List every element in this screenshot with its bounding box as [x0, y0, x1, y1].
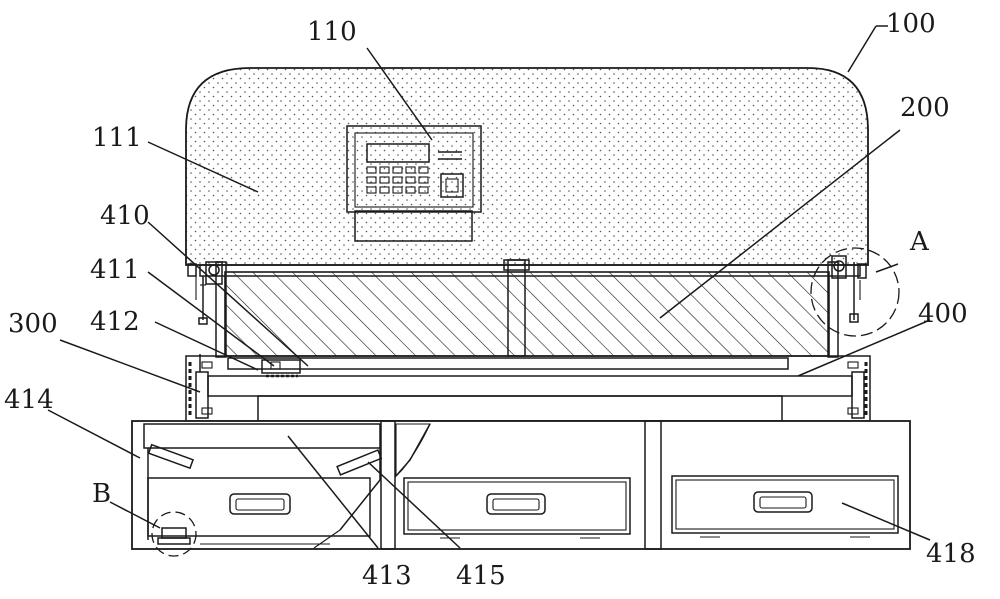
label-410: 410 [100, 201, 150, 231]
label-411: 411 [90, 255, 140, 285]
label-400: 400 [918, 299, 968, 329]
pressing-block [200, 260, 860, 357]
lower-cabinet [132, 421, 910, 556]
label-110: 110 [307, 17, 357, 47]
support-frame [186, 354, 870, 421]
label-413: 413 [362, 561, 412, 591]
label-418: 418 [926, 539, 976, 569]
label-412: 412 [90, 307, 140, 337]
label-a: A [909, 227, 930, 257]
label-414: 414 [4, 385, 54, 415]
label-111: 111 [92, 123, 142, 153]
guide-plate [228, 358, 788, 376]
label-300: 300 [8, 309, 58, 339]
label-415: 415 [456, 561, 506, 591]
label-200: 200 [900, 93, 950, 123]
label-b: B [92, 479, 111, 509]
label-100: 100 [886, 9, 936, 39]
